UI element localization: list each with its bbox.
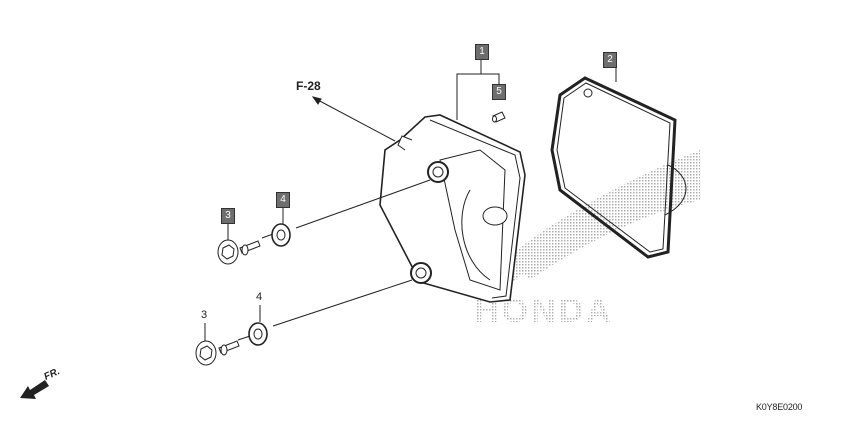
- callout-5[interactable]: 5: [492, 84, 506, 100]
- callout-2[interactable]: 2: [603, 52, 617, 68]
- diagram-code: K0Y8E0200: [756, 402, 803, 412]
- washer[interactable]: [271, 223, 291, 247]
- callout-1[interactable]: 1: [475, 44, 489, 60]
- assembly-line: [261, 233, 274, 239]
- assembly-line: [272, 279, 413, 327]
- assembly-line: [237, 335, 251, 341]
- reference-arrow: [311, 96, 396, 142]
- callout-3-plain[interactable]: 3: [201, 309, 208, 321]
- callout-4[interactable]: 4: [276, 192, 290, 208]
- assembly-line: [295, 179, 431, 229]
- flange-bolt[interactable]: [217, 239, 261, 265]
- front-arrow-icon: [20, 380, 49, 399]
- flange-bolt[interactable]: [195, 340, 240, 366]
- dowel-pin[interactable]: [492, 111, 506, 123]
- cylinder-head-cover-gasket[interactable]: [550, 76, 687, 259]
- callout-bracket: [204, 59, 500, 342]
- callout-4-plain[interactable]: 4: [256, 291, 263, 303]
- washer[interactable]: [248, 322, 268, 346]
- callout-3[interactable]: 3: [221, 208, 235, 224]
- cylinder-head-cover[interactable]: [379, 114, 526, 303]
- reference-label[interactable]: F-28: [296, 79, 321, 93]
